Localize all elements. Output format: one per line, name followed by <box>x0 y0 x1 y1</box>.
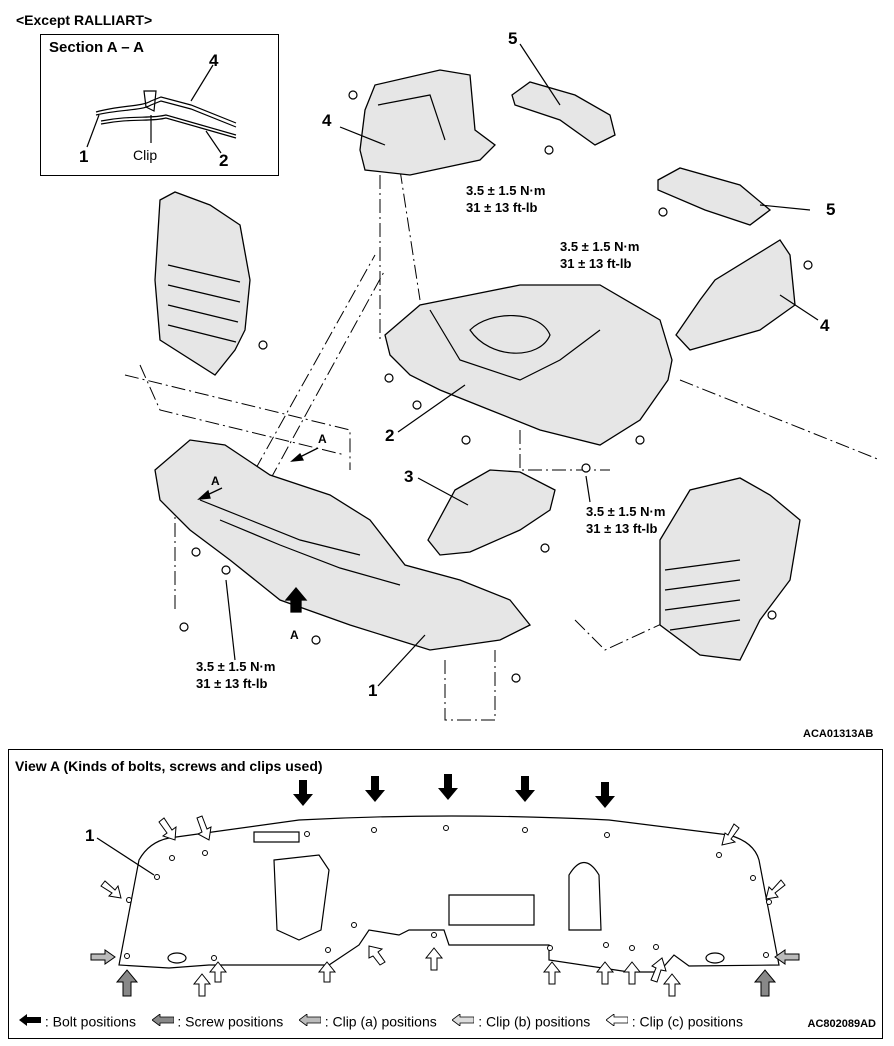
clip-b-icon <box>451 1013 475 1029</box>
section-label-2: 2 <box>219 151 229 170</box>
torque-3-ftlb: 31 ± 13 ft-lb <box>586 521 658 536</box>
figure-code-exploded: ACA01313AB <box>803 728 874 740</box>
part-5-right <box>657 167 772 226</box>
torque-2-nm: 3.5 ± 1.5 N·m <box>560 239 640 254</box>
legend-screw: : Screw positions <box>177 1013 284 1030</box>
clip-c-icon <box>605 1013 629 1029</box>
section-title: Section A – A <box>49 39 145 56</box>
callout-5-upper: 5 <box>508 29 518 48</box>
torque-1-nm: 3.5 ± 1.5 N·m <box>466 183 546 198</box>
section-inset: Section A – A 4 1 Clip 2 <box>40 34 279 176</box>
legend: : Bolt positions : Screw positions : Cli… <box>19 1012 743 1029</box>
torque-spec-2: 3.5 ± 1.5 N·m 31 ± 13 ft-lb <box>560 238 639 272</box>
section-label-4: 4 <box>209 51 219 70</box>
clip-a-icon <box>298 1013 322 1029</box>
torque-spec-1: 3.5 ± 1.5 N·m 31 ± 13 ft-lb <box>466 182 545 216</box>
torque-3-nm: 3.5 ± 1.5 N·m <box>586 504 666 519</box>
section-label-clip: Clip <box>133 147 158 163</box>
legend-clip-b: : Clip (b) positions <box>478 1013 591 1030</box>
splash-shield-left <box>154 191 251 376</box>
variant-header: <Except RALLIART> <box>16 12 153 28</box>
exploded-diagram <box>124 43 881 721</box>
callout-3: 3 <box>404 467 414 486</box>
part-4-upper <box>359 69 496 176</box>
view-a-part-label: 1 <box>85 826 95 845</box>
legend-bolt: : Bolt positions <box>44 1013 136 1030</box>
callout-4-upper: 4 <box>322 111 332 130</box>
callout-4-right: 4 <box>820 316 830 335</box>
legend-clip-c: : Clip (c) positions <box>631 1013 743 1030</box>
screw-icon <box>150 1013 174 1029</box>
section-label-1: 1 <box>79 147 89 166</box>
view-arrow-label-a2: A <box>211 474 220 488</box>
callout-1: 1 <box>368 681 378 700</box>
callout-2: 2 <box>385 426 395 445</box>
bolt-icon <box>19 1013 41 1029</box>
torque-4-nm: 3.5 ± 1.5 N·m <box>196 659 276 674</box>
view-a-title: View A (Kinds of bolts, screws and clips… <box>15 758 323 774</box>
figure-code-view-a: AC802089AD <box>807 1018 876 1030</box>
part-3 <box>427 469 556 556</box>
torque-spec-4: 3.5 ± 1.5 N·m 31 ± 13 ft-lb <box>196 658 275 692</box>
torque-spec-3: 3.5 ± 1.5 N·m 31 ± 13 ft-lb <box>586 503 665 537</box>
torque-1-ftlb: 31 ± 13 ft-lb <box>466 200 538 215</box>
legend-clip-a: : Clip (a) positions <box>324 1013 437 1030</box>
view-arrow-label-a3: A <box>290 628 299 642</box>
torque-4-ftlb: 31 ± 13 ft-lb <box>196 676 268 691</box>
view-arrow-label-a1: A <box>318 432 327 446</box>
view-a-panel: View A (Kinds of bolts, screws and clips… <box>8 749 883 1039</box>
view-a-drawing <box>90 774 800 997</box>
splash-shield-right <box>659 477 801 661</box>
callout-5-right: 5 <box>826 200 836 219</box>
torque-2-ftlb: 31 ± 13 ft-lb <box>560 256 632 271</box>
section-drawing <box>86 64 237 154</box>
part-1-front <box>154 439 532 651</box>
part-4-right <box>675 239 796 351</box>
part-2-main <box>384 284 673 446</box>
part-5-upper <box>511 81 616 146</box>
